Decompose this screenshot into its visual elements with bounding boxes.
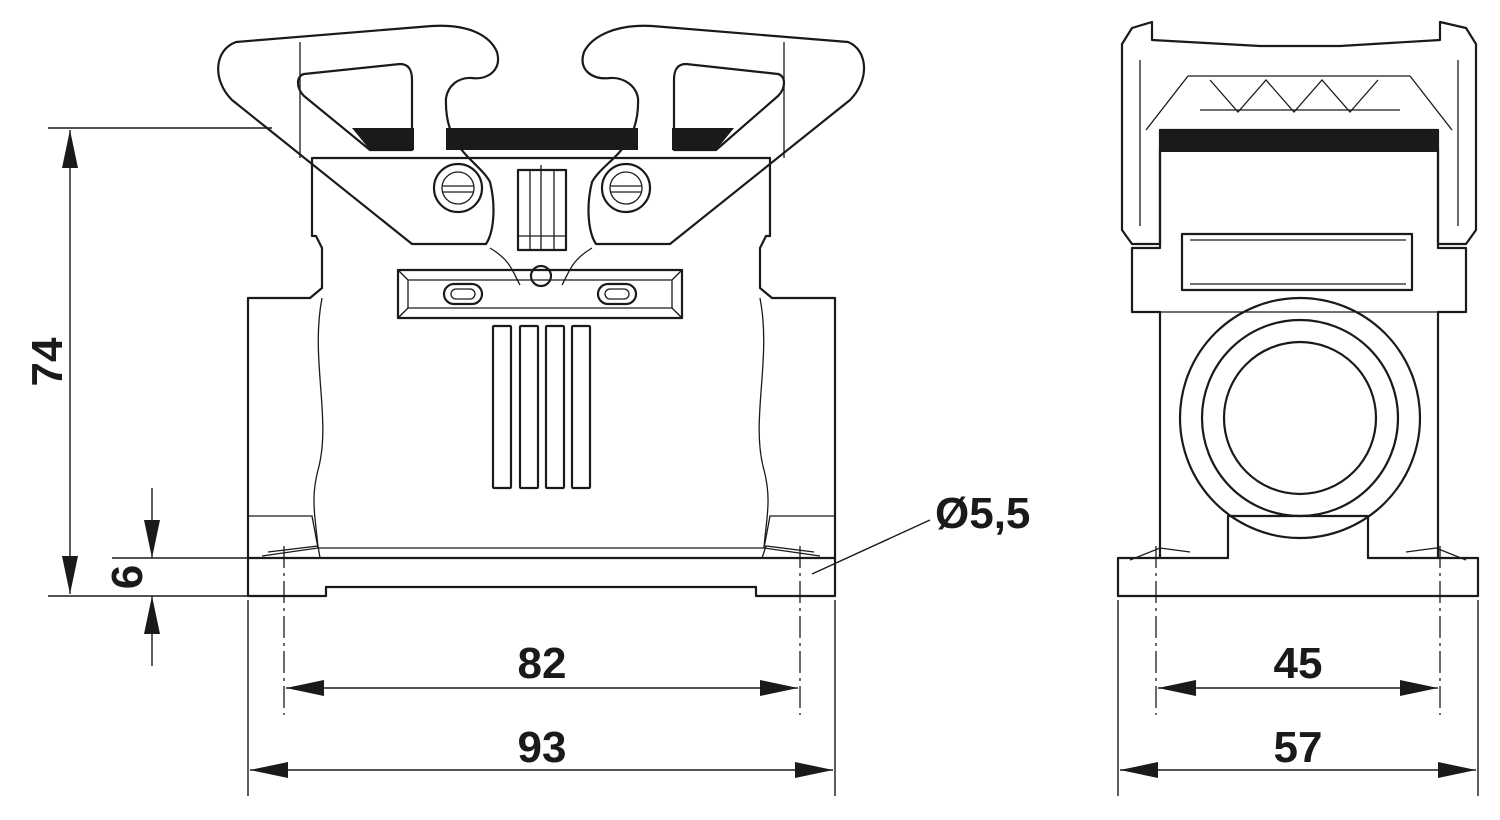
front-locking-lever xyxy=(217,24,866,252)
side-body xyxy=(1130,148,1468,560)
dim-side-45-label: 45 xyxy=(1274,639,1323,688)
dim-side-57: 57 xyxy=(1120,723,1476,778)
dim-front-93: 93 xyxy=(250,723,833,778)
dim-front-82: 82 xyxy=(286,639,798,696)
screw-right-icon xyxy=(600,162,652,214)
front-view xyxy=(217,24,866,715)
front-mounting-bar xyxy=(396,247,684,320)
dim-side-45: 45 xyxy=(1158,639,1438,696)
side-base-plate xyxy=(1116,514,1480,598)
dim-height-74-label: 74 xyxy=(23,337,72,386)
lever-right-wing xyxy=(581,24,866,246)
dim-hole-diameter: Ø5,5 xyxy=(811,489,1030,575)
dim-height-74: 74 xyxy=(23,130,78,594)
front-ribs xyxy=(491,324,592,490)
screw-left-icon xyxy=(432,162,484,214)
side-view xyxy=(1116,20,1480,715)
dim-front-93-label: 93 xyxy=(518,723,567,772)
dim-side-57-label: 57 xyxy=(1274,723,1323,772)
front-base-plate xyxy=(246,556,837,598)
dim-front-82-label: 82 xyxy=(518,639,567,688)
front-body xyxy=(246,156,837,560)
dim-base-6: 6 xyxy=(103,488,160,666)
dim-hole-diameter-label: Ø5,5 xyxy=(935,489,1030,538)
side-cable-entry-inner xyxy=(1222,340,1378,496)
side-cable-entry-outer xyxy=(1178,296,1422,540)
dim-base-6-label: 6 xyxy=(103,565,152,589)
lever-left-wing xyxy=(217,24,500,246)
side-top-housing xyxy=(1120,20,1478,246)
